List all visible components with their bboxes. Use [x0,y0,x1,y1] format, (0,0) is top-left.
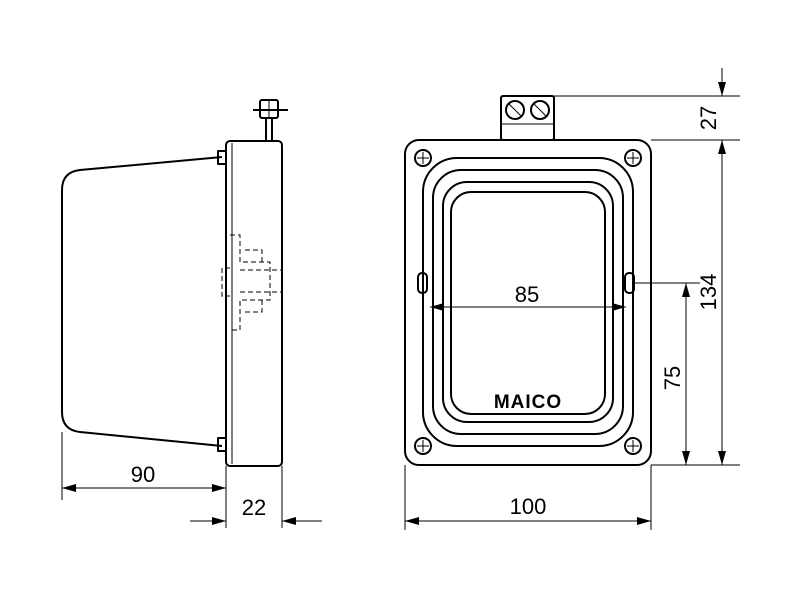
dim-total-height: 134 [696,140,726,465]
dim-clamp-height: 27 [696,68,726,158]
dim-depth: 90 [61,432,227,500]
dim-plate-thickness-label: 22 [242,495,266,520]
front-slot-left [417,272,428,294]
side-screw-bottom [217,437,227,452]
side-cable-clamp [253,99,288,141]
dim-clamp-height-label: 27 [696,106,721,130]
dim-mount-height: 75 [660,283,690,465]
front-screw-top-left [414,149,432,167]
side-screw-top [217,150,227,165]
front-housing-ring [432,169,624,435]
dim-inner-width: 85 [430,282,626,311]
dim-outer-width-label: 100 [510,494,547,519]
side-mounting-plate [225,140,283,467]
front-housing-outer [422,157,634,447]
brand-logo-text: MAICO [494,392,562,413]
dim-depth-label: 90 [131,462,155,487]
dim-outer-width: 100 [404,465,652,530]
front-housing-face [450,191,606,415]
side-hidden-connector [221,234,282,331]
side-view [61,99,288,467]
front-screw-bottom-left [414,437,432,455]
dim-inner-width-label: 85 [515,282,539,307]
front-housing-ring-inner [442,181,614,423]
front-view: MAICO [404,95,652,466]
dim-plate-thickness: 22 [190,466,322,528]
dim-mount-height-label: 75 [660,366,685,390]
front-screw-bottom-right [624,437,642,455]
dimensions: 90 22 85 100 [61,68,740,530]
side-housing-body [61,156,223,447]
front-screw-top-right [624,149,642,167]
front-cable-clamp [500,95,555,141]
dim-total-height-label: 134 [696,274,721,311]
